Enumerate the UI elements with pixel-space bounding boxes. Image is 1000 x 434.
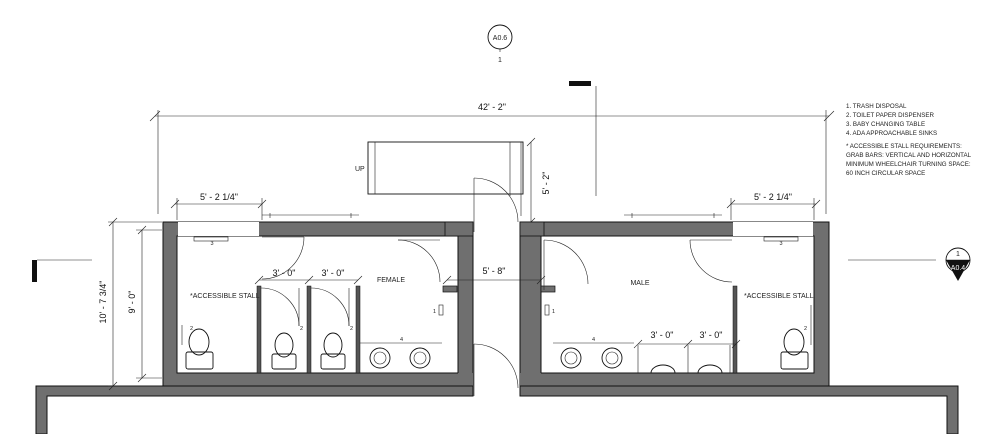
section-cut-marker-top [569,81,597,196]
tag-right-top: 3 [779,241,782,247]
corridor-width-label: 5' - 8" [483,266,506,276]
tag-male-wall: 1 [552,309,555,315]
room-height-label: 9' - 0" [127,291,137,314]
section-callout-top[interactable]: A0.6 1 [487,24,513,64]
callout-right-number: 1 [956,251,960,258]
dimension-female-stalls: 3' - 0" 3' - 0" [254,268,363,285]
stair-ramp: UP [355,141,524,216]
dimension-left-stall-width: 5' - 2 1/4" [170,192,267,220]
note-2: 2. TOILET PAPER DISPENSER [846,112,934,119]
tag-left-top: 3 [210,241,213,247]
note-7: MINIMUM WHEELCHAIR TURNING SPACE: [846,161,971,168]
dimension-male-stalls: 3' - 0" 3' - 0" [633,330,741,349]
left-stall-width-label: 5' - 2 1/4" [200,192,238,202]
tag-stall-1: 2 [300,326,303,332]
dimension-stair-depth: 5' - 2" [526,137,551,227]
tag-right-grab: 2 [804,326,807,332]
note-3: 3. BABY CHANGING TABLE [846,121,925,128]
note-5: * ACCESSIBLE STALL REQUIREMENTS: [846,143,962,150]
female-stall-a-label: 3' - 0" [273,268,296,278]
callout-right-sheet: A0.4 [951,265,966,272]
entry-door-top[interactable] [473,177,519,232]
section-callout-right[interactable]: 1 A0.4 [945,247,971,281]
male-room: 4 1 3 2 [543,236,812,374]
dimension-corridor-width: 5' - 8" [442,266,546,285]
stair-up-label: UP [355,166,365,173]
note-1: 1. TRASH DISPOSAL [846,103,907,110]
stair-depth-label: 5' - 2" [541,172,551,195]
female-stall-b-label: 3' - 0" [322,268,345,278]
overall-height-label: 10' - 7 3/4" [98,281,108,324]
notes-legend: 1. TRASH DISPOSAL 2. TOILET PAPER DISPEN… [846,103,972,177]
callout-top-sheet: A0.6 [493,35,508,42]
tag-stall-2: 2 [350,326,353,332]
building-walls [162,221,830,388]
right-stall-width-label: 5' - 2 1/4" [754,192,792,202]
callout-top-number: 1 [498,57,502,64]
room-label-male: MALE [630,280,649,287]
tag-female-wall: 1 [433,309,436,315]
male-stall-b-label: 3' - 0" [700,330,723,340]
section-cut-marker-left [32,259,92,282]
room-label-female: FEMALE [377,277,405,284]
tag-male-sink: 4 [592,337,595,343]
dimension-room-height: 9' - 0" [127,225,162,383]
tag-female-sink: 4 [400,337,403,343]
note-8: 60 INCH CIRCULAR SPACE [846,170,925,177]
tag-left-grab: 2 [190,326,193,332]
note-4: 4. ADA APPROACHABLE SINKS [846,130,937,137]
male-stall-a-label: 3' - 0" [651,330,674,340]
dimension-overall-height: 10' - 7 3/4" [98,217,162,391]
dimension-right-stall-width: 5' - 2 1/4" [726,192,821,220]
dimension-overall-width: 42' - 2" [149,102,835,214]
lower-building-wall [35,343,959,434]
accessible-stall-label-left: *ACCESSIBLE STALL [190,293,260,300]
female-room: 3 2 2 2 4 1 [181,236,444,374]
accessible-stall-label-right: *ACCESSIBLE STALL [744,293,814,300]
overall-width-label: 42' - 2" [478,102,506,112]
top-wall-fixtures [262,213,722,218]
note-6: GRAB BARS: VERTICAL AND HORIZONTAL [846,152,972,159]
